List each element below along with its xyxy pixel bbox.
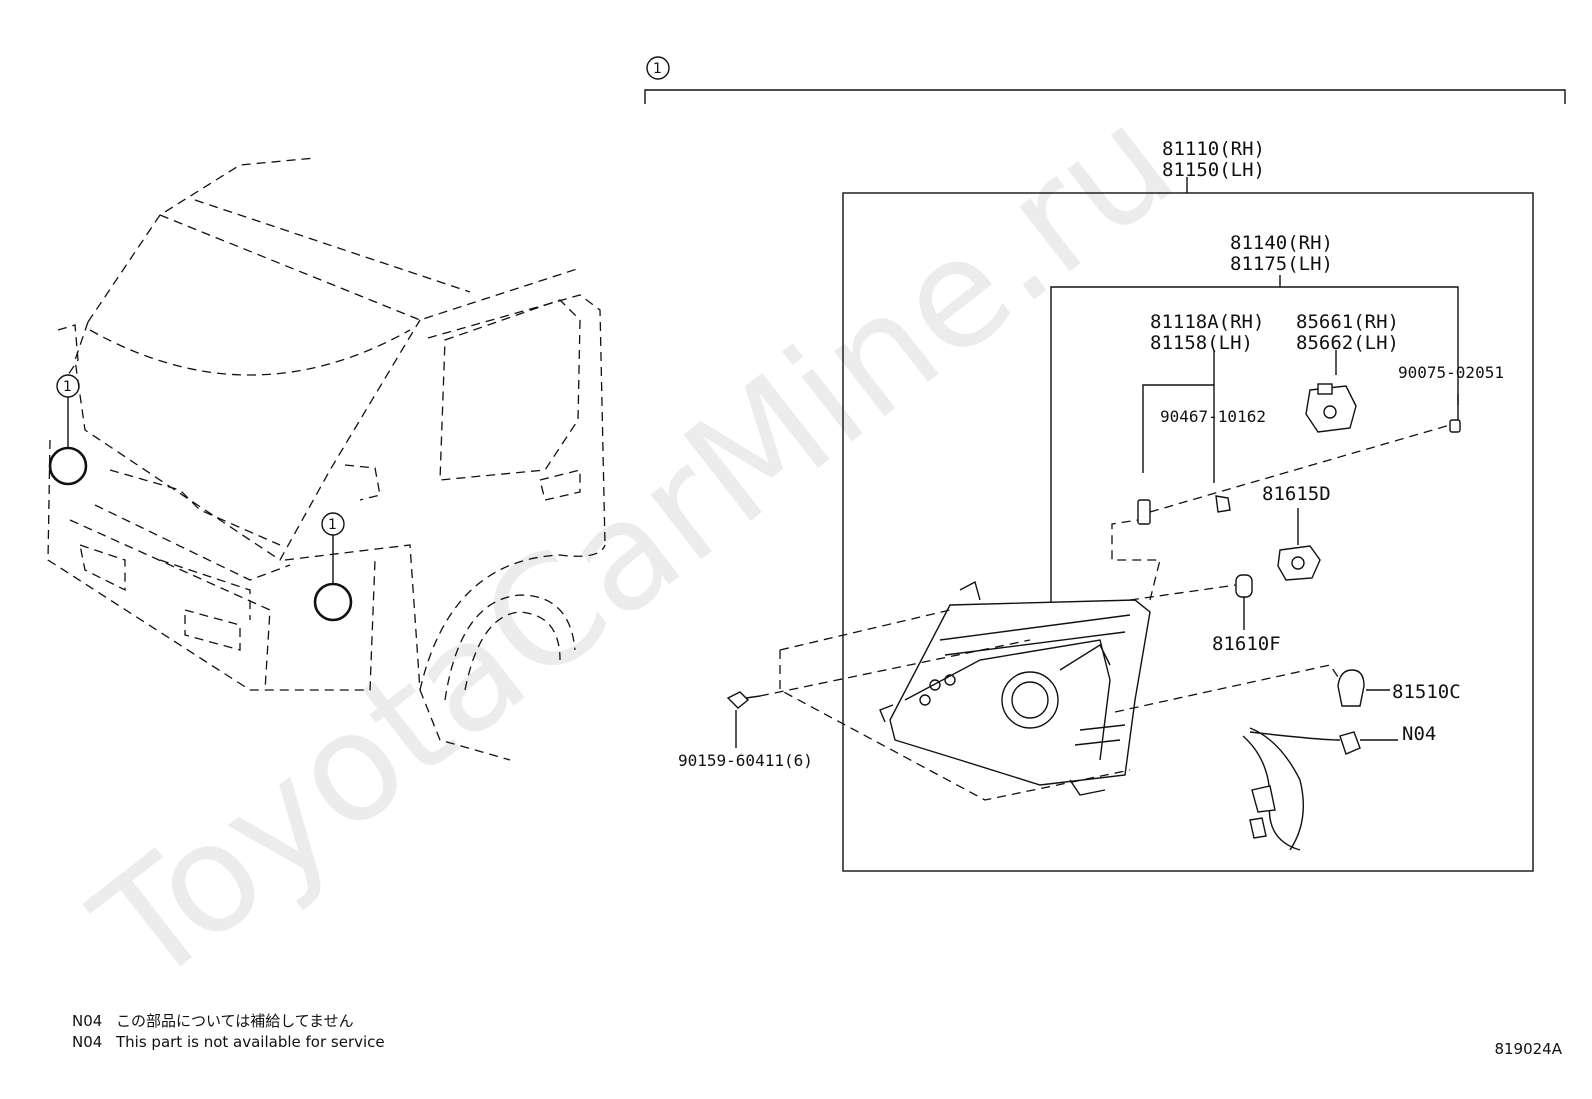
label-socket-lh: 85662(LH) <box>1296 332 1399 354</box>
label-bracket-rh: 81118A(RH) <box>1150 311 1264 333</box>
note-code: N04 <box>72 1033 103 1051</box>
label-socket-rh: 85661(RH) <box>1296 311 1399 333</box>
note-code: N04 <box>72 1012 103 1030</box>
socket-85661 <box>1305 383 1357 433</box>
bulb-81510c <box>1337 669 1390 707</box>
bulb-81610f <box>1235 574 1253 630</box>
leader-lines <box>759 424 1451 801</box>
label-headlamp-rh: 81110(RH) <box>1162 138 1265 160</box>
note-japanese: N04 この部品については補給してません <box>72 1010 354 1031</box>
label-screw-small: 90075-02051 <box>1398 363 1504 382</box>
svg-text:1: 1 <box>63 379 72 395</box>
label-bulb-816: 81610F <box>1212 633 1281 655</box>
bracket-81118a <box>1137 499 1151 525</box>
bolt-90159 <box>726 691 761 748</box>
label-clip: 90467-10162 <box>1160 407 1266 426</box>
svg-text:1: 1 <box>653 61 662 77</box>
truck-callout-left: 1 <box>48 374 88 486</box>
note-text: This part is not available for service <box>116 1033 385 1051</box>
label-bracket-lh: 81158(LH) <box>1150 332 1253 354</box>
screw-90075 <box>1449 394 1461 433</box>
note-text: この部品については補給してません <box>116 1012 354 1030</box>
truck-outline <box>47 157 606 761</box>
label-housing-rh: 81140(RH) <box>1230 232 1333 254</box>
label-socket-815: 81615D <box>1262 483 1331 505</box>
label-housing-lh: 81175(LH) <box>1230 253 1333 275</box>
svg-text:1: 1 <box>328 517 337 533</box>
label-headlamp-lh: 81150(LH) <box>1162 159 1265 181</box>
assembly-frame <box>842 192 1534 872</box>
watermark-text: ToyotaCarMine.ru <box>64 74 1205 1018</box>
socket-81615d <box>1277 508 1321 581</box>
note-english: N04 This part is not available for servic… <box>72 1033 385 1051</box>
label-bolt: 90159-60411(6) <box>678 751 813 770</box>
wire-harness-n04 <box>1242 727 1398 851</box>
label-bulb-815: 81510C <box>1392 681 1461 703</box>
assembly-bracket: 1 <box>644 56 1566 104</box>
figure-code: 819024A <box>1494 1040 1562 1058</box>
clip-90467 <box>1215 495 1231 513</box>
headlamp-body <box>879 580 1151 796</box>
truck-callout-right: 1 <box>313 512 353 622</box>
label-wire: N04 <box>1402 723 1436 745</box>
